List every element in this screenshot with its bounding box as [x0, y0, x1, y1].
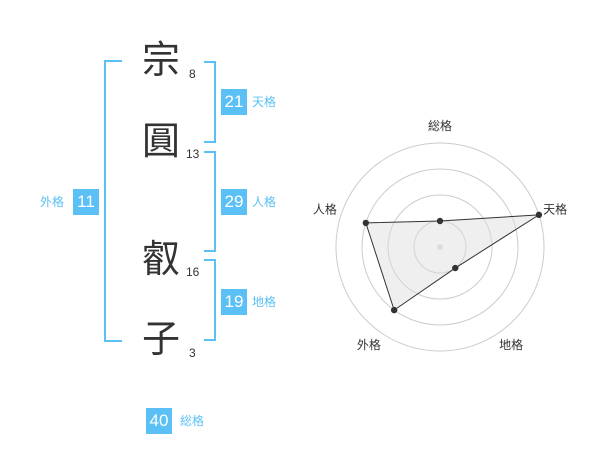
soukaku-value: 40: [146, 408, 172, 434]
gaikaku-bracket: [104, 60, 122, 342]
jinkaku-bracket: [204, 151, 216, 252]
chikaku-label: 地格: [252, 295, 277, 309]
gaikaku-value: 11: [73, 189, 99, 215]
name-char-2: 圓: [142, 119, 181, 163]
radar-axis-label-5: 人格: [313, 202, 337, 217]
radar-center: [437, 244, 443, 250]
soukaku-label: 総格: [180, 414, 205, 428]
radar-point-3: [452, 264, 459, 272]
name-char-3: 叡: [142, 237, 181, 281]
radar-axis-label-2: 天格: [543, 202, 567, 217]
radar-point-4: [390, 306, 398, 314]
gaikaku-label: 外格: [40, 195, 65, 209]
name-char-4: 子: [142, 317, 181, 361]
jinkaku-label: 人格: [252, 195, 277, 209]
radar-point-1: [436, 217, 444, 225]
radar-polygon: [365, 214, 540, 311]
radar-point-2: [535, 211, 543, 219]
name-char-4-strokes: 3: [189, 346, 196, 360]
radar-axis-label-3: 地格: [499, 337, 523, 352]
tenkaku-label: 天格: [252, 95, 277, 109]
radar-axis-label-4: 外格: [357, 337, 381, 352]
radar-axis-label-1: 総格: [428, 118, 452, 133]
radar-point-5: [362, 219, 370, 227]
name-char-1-strokes: 8: [189, 67, 196, 81]
tenkaku-value: 21: [221, 89, 247, 115]
chikaku-value: 19: [221, 289, 247, 315]
chikaku-bracket: [204, 259, 216, 341]
jinkaku-value: 29: [221, 189, 247, 215]
name-char-1: 宗: [142, 38, 181, 82]
name-char-2-strokes: 13: [186, 147, 200, 161]
name-char-3-strokes: 16: [186, 265, 200, 279]
tenkaku-bracket: [204, 61, 216, 143]
